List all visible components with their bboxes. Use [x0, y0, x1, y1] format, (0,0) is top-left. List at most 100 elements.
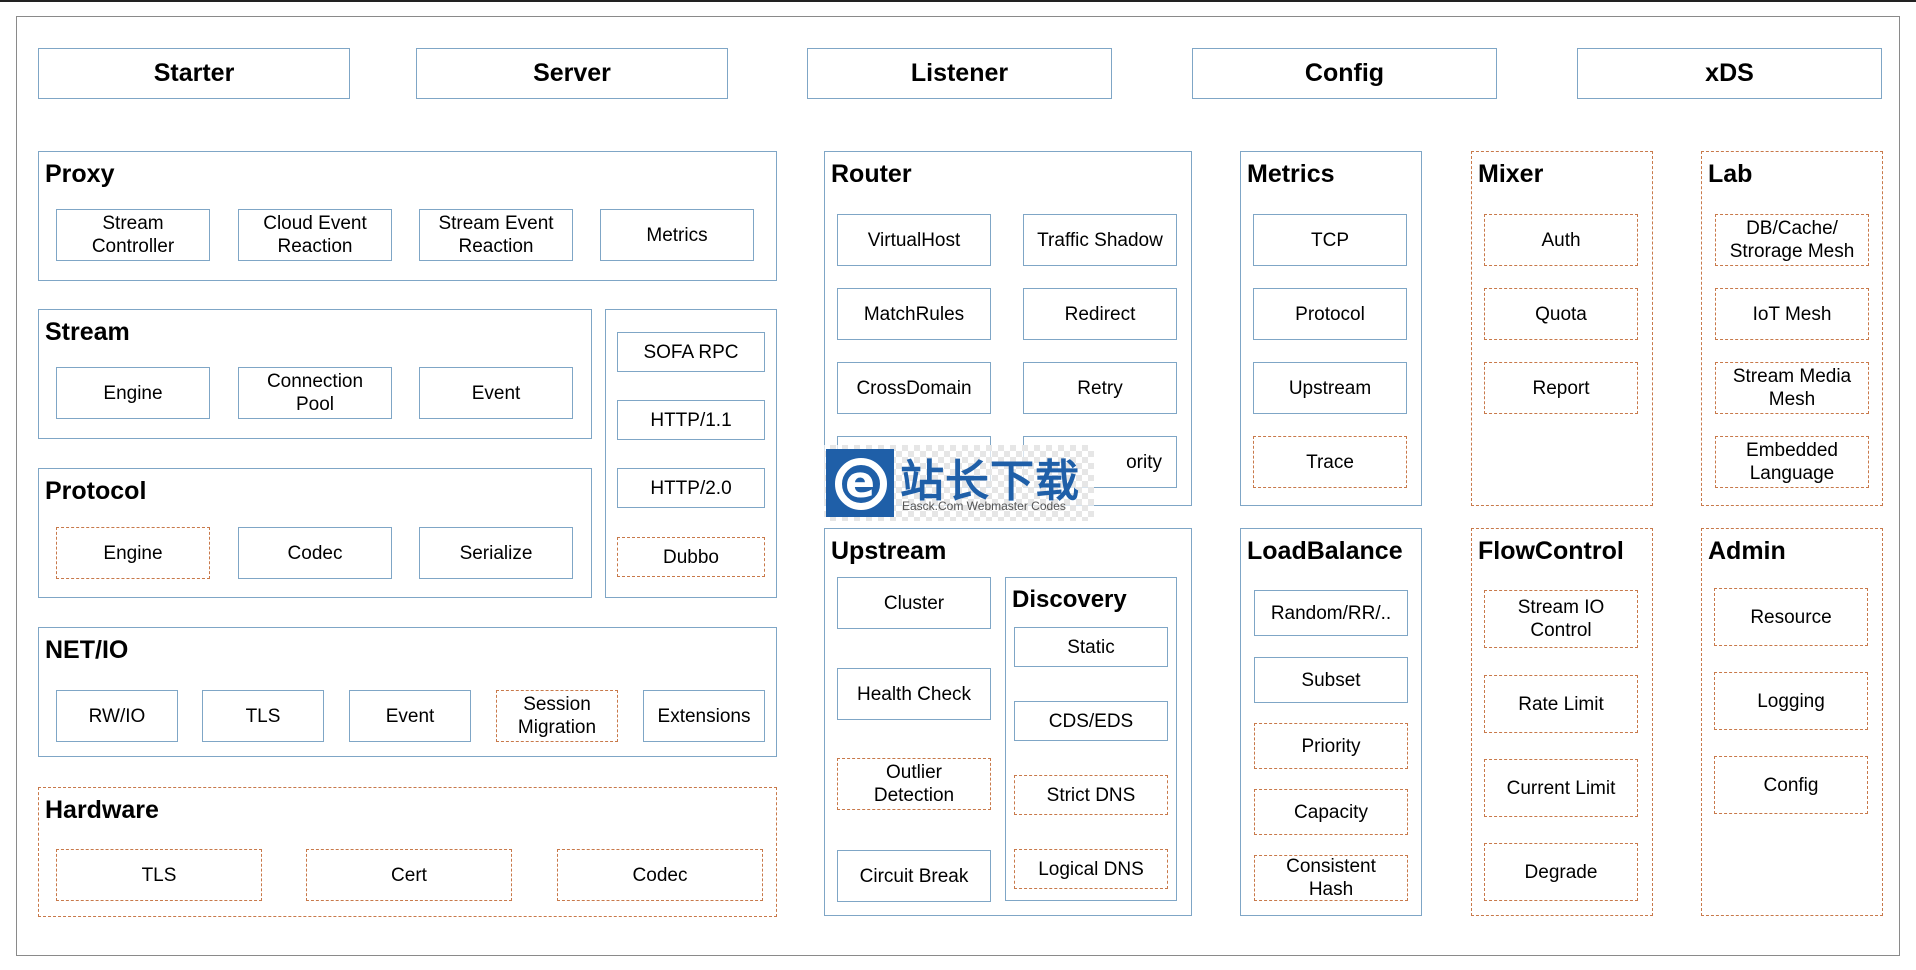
loadbalance-item-label: Consistent Hash — [1286, 856, 1376, 900]
router-item-label: Redirect — [1064, 303, 1136, 325]
netio-title: NET/IO — [45, 636, 129, 664]
mixer-item: Quota — [1484, 288, 1638, 340]
loadbalance-item: Subset — [1254, 657, 1408, 703]
discovery-item: Strict DNS — [1014, 775, 1168, 815]
lab-item-label: Stream Media Mesh — [1732, 366, 1852, 410]
loadbalance-item: Random/RR/.. — [1254, 590, 1408, 636]
router-item-label: CrossDomain — [856, 377, 972, 399]
stream-item-label: Event — [471, 382, 521, 404]
router-item: Retry — [1023, 362, 1177, 414]
lab-title: Lab — [1708, 160, 1753, 188]
protocol-type-label: Dubbo — [663, 546, 719, 568]
router-title: Router — [831, 160, 912, 188]
stream-item: Event — [419, 367, 573, 419]
discovery-item: Logical DNS — [1014, 849, 1168, 889]
watermark-en-text: Easck.Com Webmaster Codes — [902, 499, 1066, 513]
admin-item: Logging — [1714, 672, 1868, 730]
router-item-label: Traffic Shadow — [1037, 229, 1163, 251]
flowcontrol-item: Degrade — [1484, 843, 1638, 901]
module-xds: xDS — [1577, 48, 1882, 99]
proxy-item: Metrics — [600, 209, 754, 261]
netio-item: Event — [349, 690, 471, 742]
watermark-cn-text: 站长下载 — [900, 456, 1080, 507]
upstream-item: Circuit Break — [837, 850, 991, 902]
module-config: Config — [1192, 48, 1497, 99]
stream-item-label: Connection Pool — [266, 371, 364, 415]
protocol-type-item: HTTP/2.0 — [617, 468, 765, 508]
admin-item-label: Resource — [1750, 606, 1832, 628]
netio-item-label: TLS — [245, 705, 281, 727]
discovery-item-label: CDS/EDS — [1048, 710, 1134, 732]
loadbalance-item-label: Priority — [1301, 735, 1361, 757]
hardware-item: TLS — [56, 849, 262, 901]
router-item: Traffic Shadow — [1023, 214, 1177, 266]
protocol-type-label: HTTP/2.0 — [650, 477, 732, 499]
router-item: VirtualHost — [837, 214, 991, 266]
discovery-item-label: Logical DNS — [1038, 858, 1144, 880]
proxy-item-label: Metrics — [646, 224, 708, 246]
hardware-item-label: Cert — [391, 864, 427, 886]
flowcontrol-item-label: Rate Limit — [1518, 693, 1604, 715]
proxy-item: Stream Event Reaction — [419, 209, 573, 261]
hardware-item-label: Codec — [632, 864, 688, 886]
discovery-item: CDS/EDS — [1014, 701, 1168, 741]
metrics-item: Protocol — [1253, 288, 1407, 340]
module-listener: Listener — [807, 48, 1112, 99]
protocol-item-label: Serialize — [459, 542, 533, 564]
metrics-item: TCP — [1253, 214, 1407, 266]
admin-item: Resource — [1714, 588, 1868, 646]
netio-item: TLS — [202, 690, 324, 742]
loadbalance-item: Capacity — [1254, 789, 1408, 835]
protocol-type-item: HTTP/1.1 — [617, 400, 765, 440]
discovery-item-label: Strict DNS — [1046, 784, 1136, 806]
discovery-item: Static — [1014, 627, 1168, 667]
loadbalance-item: Priority — [1254, 723, 1408, 769]
proxy-item-label: Stream Event Reaction — [438, 213, 554, 257]
flowcontrol-item: Current Limit — [1484, 759, 1638, 817]
proxy-item-label: Cloud Event Reaction — [263, 213, 367, 257]
metrics-title: Metrics — [1247, 160, 1335, 188]
flowcontrol-item: Rate Limit — [1484, 675, 1638, 733]
watermark: e 站长下载 Easck.Com Webmaster Codes — [824, 445, 1094, 521]
admin-item: Config — [1714, 756, 1868, 814]
proxy-title: Proxy — [45, 160, 115, 188]
lab-item: DB/Cache/ Strorage Mesh — [1715, 214, 1869, 266]
upstream-title: Upstream — [831, 537, 947, 565]
diagram-frame — [16, 16, 1900, 956]
proxy-item: Stream Controller — [56, 209, 210, 261]
upstream-item-label: Circuit Break — [859, 865, 969, 887]
loadbalance-item: Consistent Hash — [1254, 855, 1408, 901]
loadbalance-item-label: Subset — [1301, 669, 1361, 691]
protocol-type-label: HTTP/1.1 — [650, 409, 732, 431]
upstream-item: Outlier Detection — [837, 758, 991, 810]
router-item: MatchRules — [837, 288, 991, 340]
hardware-item-label: TLS — [141, 864, 177, 886]
loadbalance-item-label: Random/RR/.. — [1270, 602, 1392, 624]
stream-item: Connection Pool — [238, 367, 392, 419]
netio-item-label: Extensions — [657, 705, 751, 727]
admin-item-label: Config — [1763, 774, 1819, 796]
discovery-title: Discovery — [1012, 586, 1127, 613]
mixer-item: Auth — [1484, 214, 1638, 266]
metrics-item: Upstream — [1253, 362, 1407, 414]
protocol-item-label: Engine — [103, 542, 163, 564]
stream-item: Engine — [56, 367, 210, 419]
protocol-item: Codec — [238, 527, 392, 579]
mixer-item: Report — [1484, 362, 1638, 414]
protocol-type-label: SOFA RPC — [643, 341, 739, 363]
lab-item: Stream Media Mesh — [1715, 362, 1869, 414]
metrics-item-label: Upstream — [1288, 377, 1372, 399]
admin-item-label: Logging — [1757, 690, 1825, 712]
metrics-item: Trace — [1253, 436, 1407, 488]
netio-item: Session Migration — [496, 690, 618, 742]
router-item: Redirect — [1023, 288, 1177, 340]
stream-title: Stream — [45, 318, 130, 346]
hardware-item: Cert — [306, 849, 512, 901]
upstream-item-label: Outlier Detection — [873, 762, 955, 806]
lab-item: Embedded Language — [1715, 436, 1869, 488]
netio-item-label: Event — [385, 705, 435, 727]
protocol-type-item: Dubbo — [617, 537, 765, 577]
metrics-item-label: Protocol — [1295, 303, 1365, 325]
mixer-title: Mixer — [1478, 160, 1544, 188]
netio-item: RW/IO — [56, 690, 178, 742]
